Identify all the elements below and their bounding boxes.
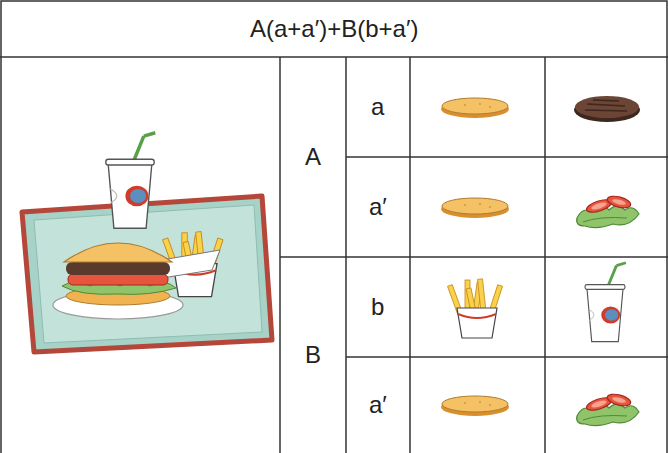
row-group-label: B — [305, 342, 321, 368]
row-label: a — [371, 94, 384, 120]
row-group-label: A — [305, 144, 321, 170]
row-label: b — [371, 294, 384, 320]
meal-tray — [22, 133, 272, 352]
patty-icon — [574, 96, 640, 122]
table-title: A(a+a′)+B(b+a′) — [250, 16, 418, 42]
row-label: a′ — [369, 194, 387, 220]
row-label: a′ — [369, 392, 387, 418]
